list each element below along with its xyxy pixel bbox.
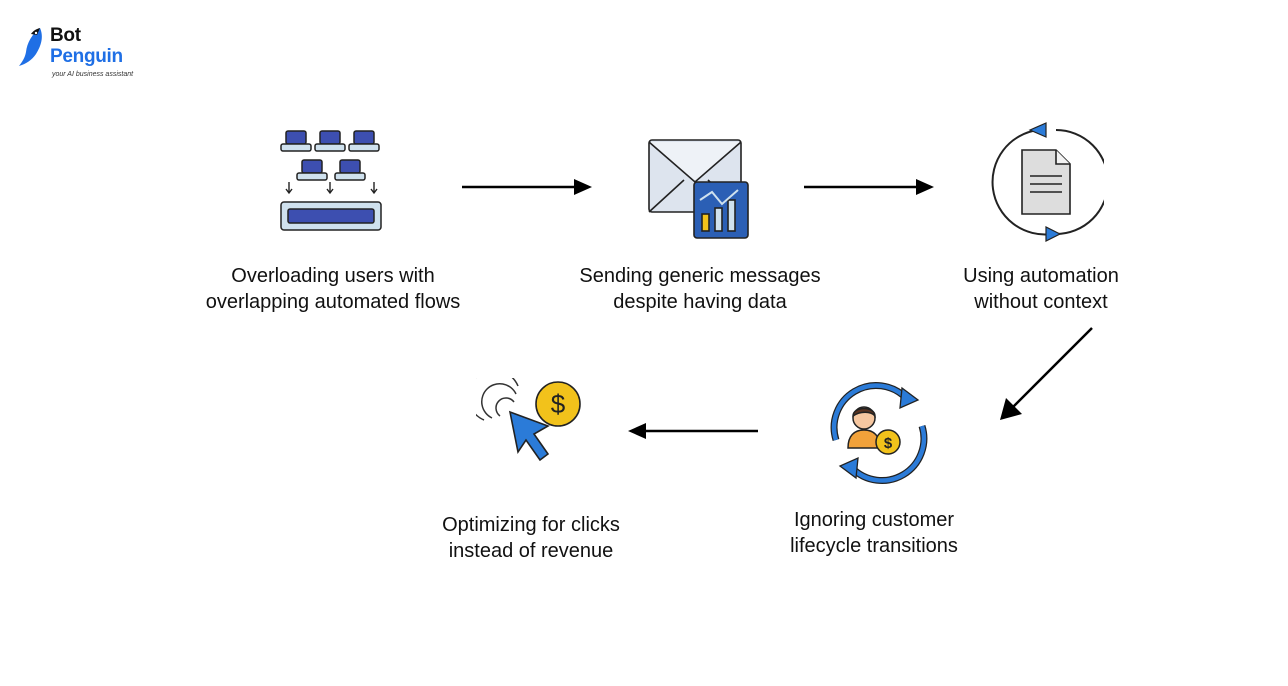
penguin-icon [19, 28, 42, 66]
svg-text:$: $ [884, 435, 893, 452]
brand-name-line2: Penguin [50, 46, 123, 67]
overlapping-flows-icon [280, 130, 382, 231]
customer-lifecycle-icon: $ [830, 382, 928, 484]
arrow-right-2 [804, 179, 934, 195]
brand-tagline: your AI business assistant [52, 71, 134, 78]
svg-text:$: $ [551, 389, 566, 419]
arrow-left [628, 423, 758, 439]
envelope-chart-icon [648, 139, 749, 239]
brand-name-line1: Bot [50, 25, 81, 46]
brand-logo: Bot Penguin your AI business assistant [18, 22, 148, 82]
document-cycle-icon [991, 122, 1104, 242]
arrow-right-1 [462, 179, 592, 195]
click-dollar-icon: $ [476, 378, 581, 462]
arrow-diagonal-down-left [1000, 327, 1093, 420]
